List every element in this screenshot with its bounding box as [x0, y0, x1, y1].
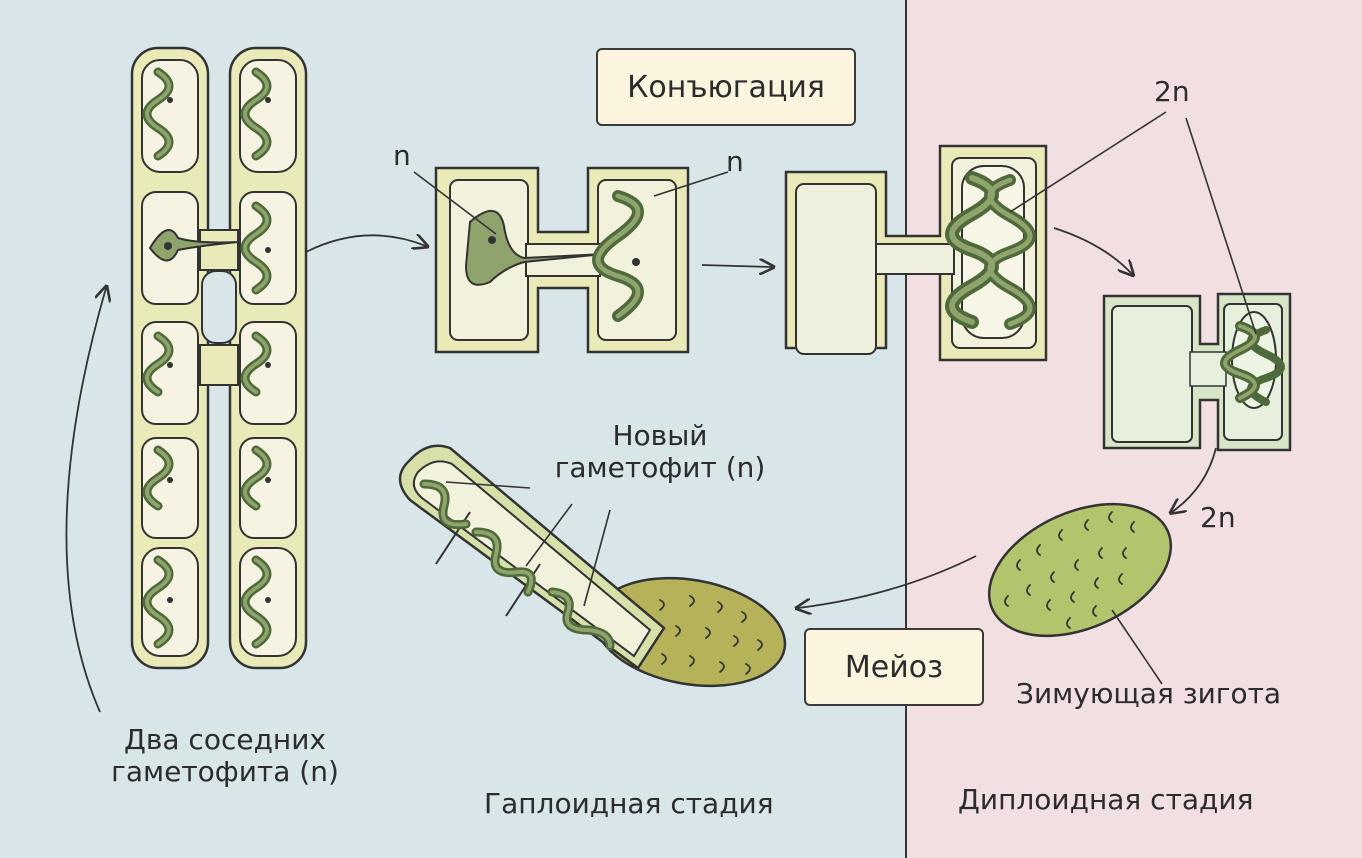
- pointer-n-right: [653, 171, 729, 197]
- ploidy-2n-bottom: 2n: [1200, 501, 1236, 534]
- arrow-to-meiosis: [798, 555, 977, 608]
- pointer-zygote: [1111, 609, 1163, 685]
- ploidy-n-left: n: [393, 139, 411, 172]
- diploid-stage-label: Диплоидная стадия: [958, 783, 1254, 816]
- ploidy-2n-top: 2n: [1154, 75, 1190, 108]
- conjugating-cells: [434, 166, 690, 354]
- meiosis-label-box: Мейоз: [804, 628, 984, 706]
- new-gametophyte-line2: гаметофит (n): [554, 451, 766, 485]
- new-gametophyte-line1: Новый: [612, 419, 708, 452]
- pointer-2n-forming: [1185, 117, 1257, 335]
- pointer-lines: [413, 111, 1257, 685]
- arrow-to-zygote-formation: [1053, 227, 1132, 274]
- arrow-to-overwintering: [1172, 447, 1217, 512]
- conjugation-label-box: Конъюгация: [596, 48, 856, 126]
- fusing-cells: [784, 144, 1048, 362]
- arrow-to-conjugation: [305, 235, 426, 253]
- arrow-to-fusion: [701, 265, 772, 267]
- pointer-n-left: [413, 171, 497, 235]
- conjugation-label: Конъюгация: [627, 69, 825, 105]
- pointer-2n-fused: [1009, 111, 1167, 213]
- pointer-gametophyte-3: [583, 509, 611, 607]
- gametophyte-filaments: [130, 46, 308, 670]
- ploidy-n-right: n: [726, 145, 744, 178]
- overwintering-zygote: [987, 502, 1173, 638]
- zygote-forming-cells: [1102, 292, 1292, 452]
- arrow-back-to-filaments: [65, 288, 106, 713]
- cycle-arrows: [65, 227, 1217, 713]
- two-gametophytes-label: Два соседних гаметофита (n): [90, 723, 360, 789]
- new-gametophyte-label: Новый гаметофит (n): [530, 419, 790, 485]
- pointer-gametophyte-2: [525, 503, 573, 567]
- haploid-stage-label: Гаплоидная стадия: [484, 787, 774, 820]
- meiosis-label: Мейоз: [844, 649, 944, 685]
- two-gametophytes-line1: Два соседних: [123, 723, 326, 756]
- two-gametophytes-line2: гаметофита (n): [111, 755, 339, 789]
- overwintering-zygote-label: Зимующая зигота: [1016, 677, 1282, 710]
- pointer-gametophyte-1: [445, 481, 531, 489]
